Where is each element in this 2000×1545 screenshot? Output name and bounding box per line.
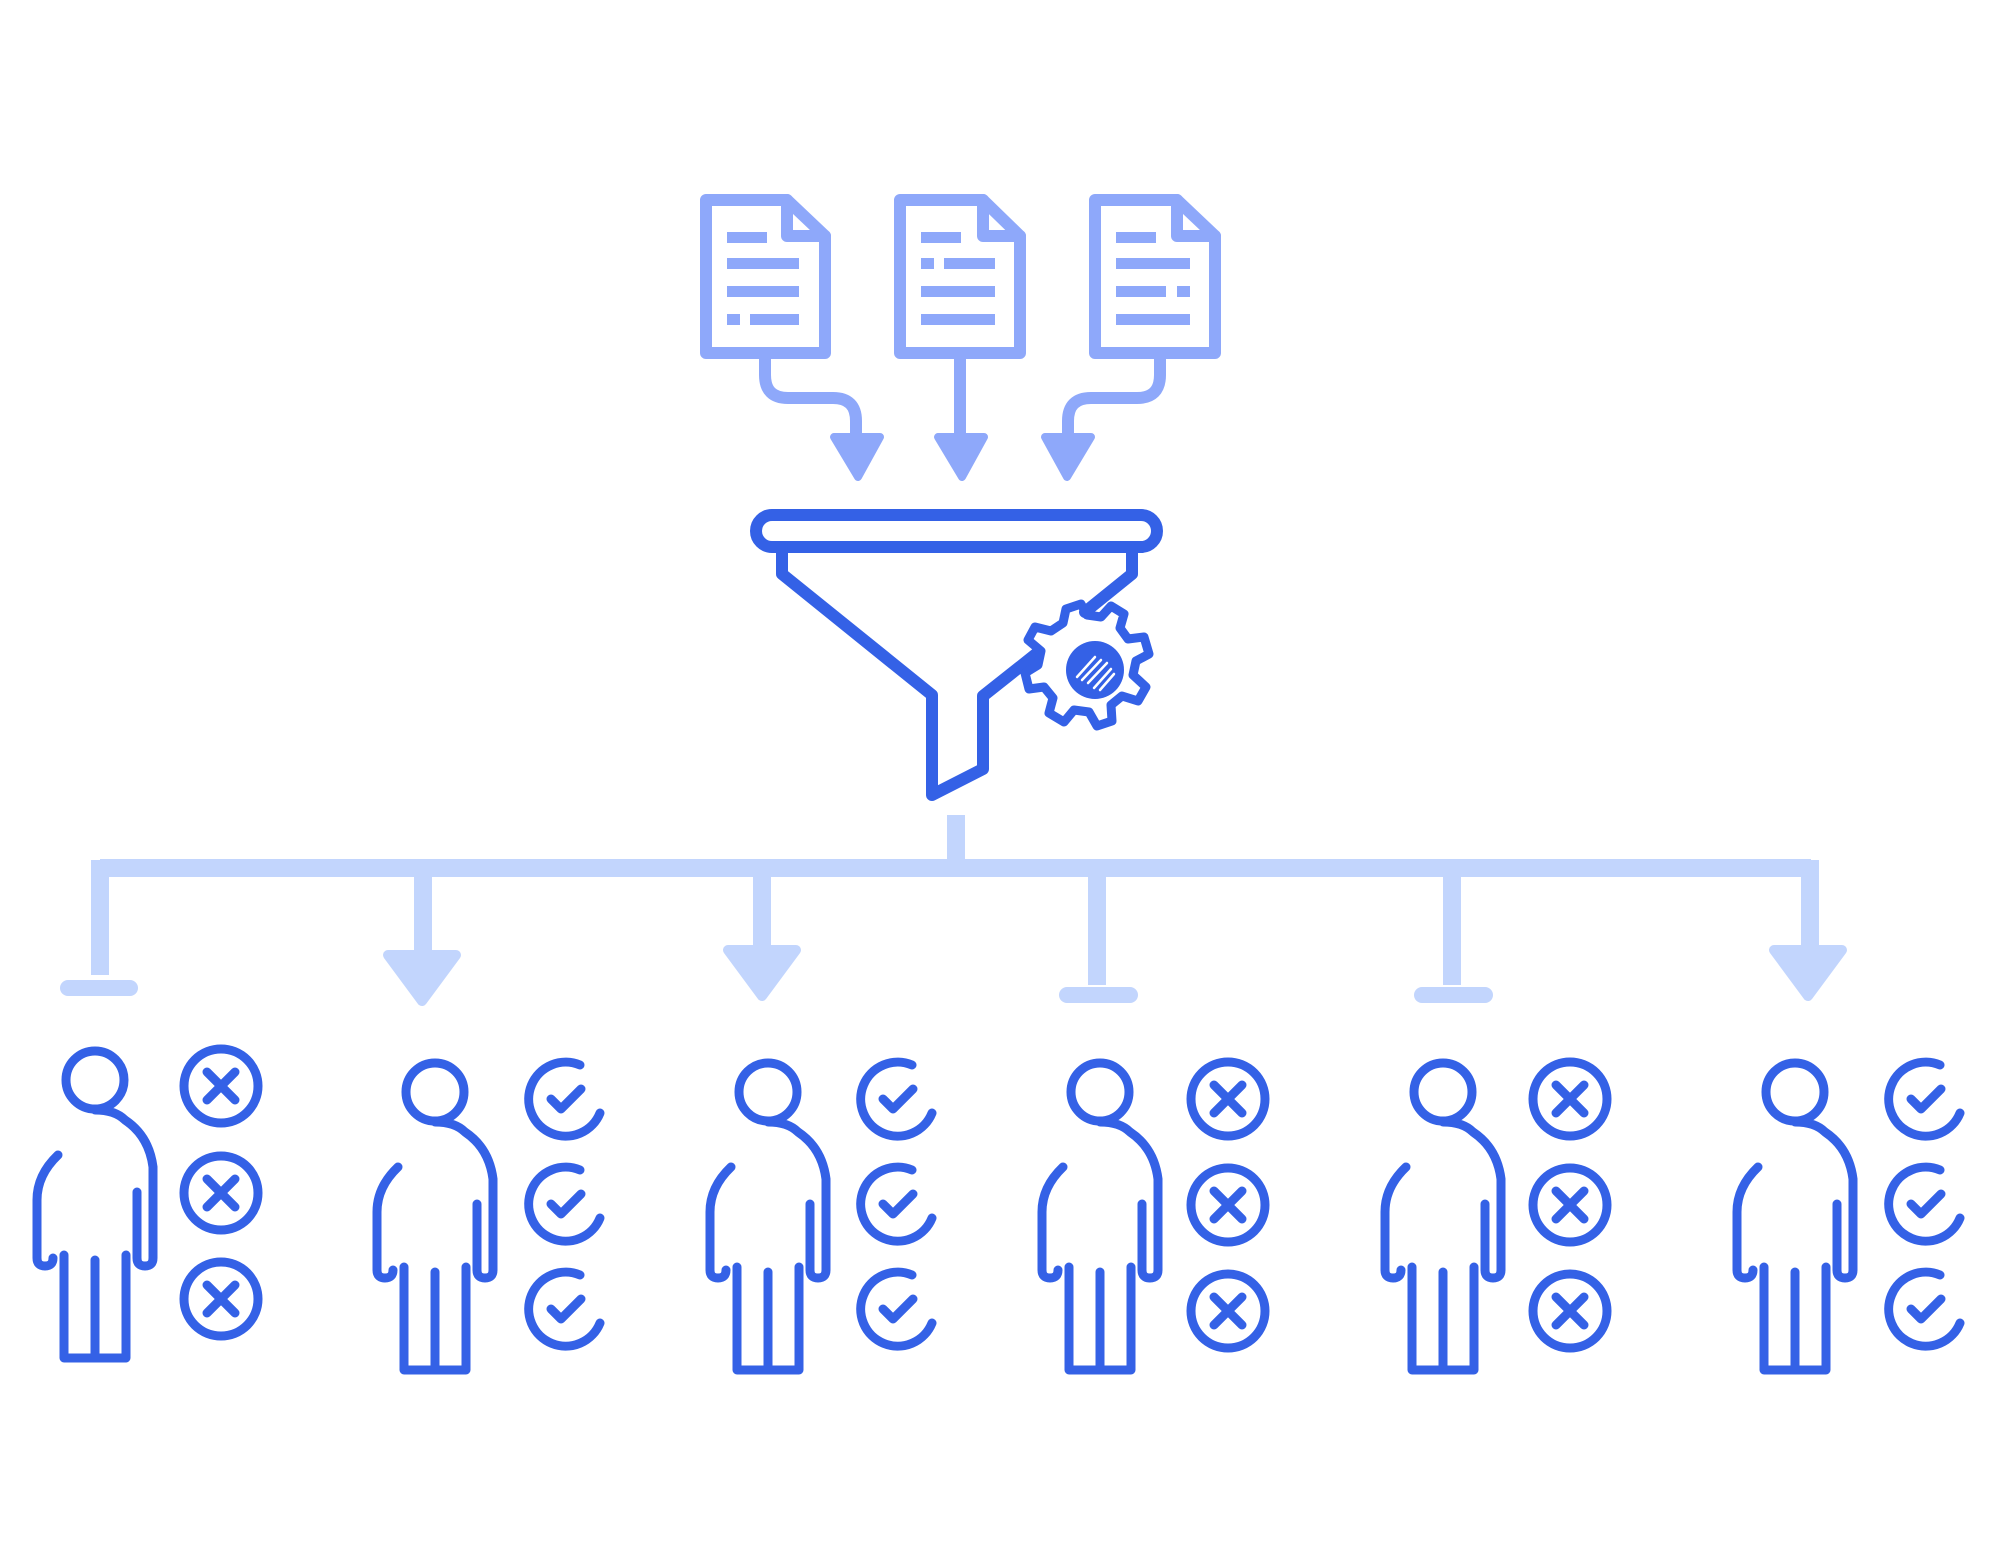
- person-6-check-1-icon: [1889, 1062, 1960, 1136]
- funnel-rim: [750, 509, 1163, 553]
- arrow-doc-1: [759, 350, 862, 448]
- arrow-head-branch-6: [1769, 945, 1847, 1001]
- arrow-doc-3: [1062, 350, 1166, 448]
- person-6-check-3-icon: [1889, 1272, 1960, 1346]
- person-3-check-2-icon: [861, 1167, 932, 1241]
- person-1: [37, 1049, 258, 1358]
- person-3-check-1-icon: [861, 1062, 932, 1136]
- person-2-check-2-icon: [529, 1167, 600, 1241]
- person-3-check-3-icon: [861, 1272, 932, 1346]
- person-1-icon: [37, 1051, 153, 1358]
- person-4-icon: [1042, 1063, 1158, 1370]
- people-row: [37, 1049, 1960, 1370]
- funnel-body-left: [776, 544, 1042, 801]
- person-5-cross-3-icon: [1533, 1274, 1607, 1348]
- arrow-head-3: [1041, 433, 1095, 481]
- gear-icon: [1020, 599, 1154, 731]
- person-4: [1042, 1062, 1265, 1370]
- person-3-icon: [710, 1063, 826, 1370]
- person-2-icon: [377, 1063, 493, 1370]
- distribution-tree: [60, 815, 1847, 1006]
- arrow-head-branch-2: [383, 950, 461, 1006]
- person-6-icon: [1737, 1063, 1853, 1370]
- document-1-icon: [700, 194, 831, 359]
- person-1-cross-3-icon: [184, 1262, 258, 1336]
- person-5-icon: [1385, 1063, 1501, 1370]
- arrow-head-2: [934, 433, 988, 481]
- documents-group: [700, 194, 1221, 481]
- person-6-check-2-icon: [1889, 1167, 1960, 1241]
- person-6: [1737, 1062, 1960, 1370]
- person-2-check-3-icon: [529, 1272, 600, 1346]
- person-1-cross-1-icon: [184, 1049, 258, 1123]
- funnel-icon: [750, 509, 1163, 801]
- person-5-cross-1-icon: [1533, 1062, 1607, 1136]
- person-5-cross-2-icon: [1533, 1168, 1607, 1242]
- person-4-cross-1-icon: [1191, 1062, 1265, 1136]
- person-1-cross-2-icon: [184, 1156, 258, 1230]
- person-4-cross-3-icon: [1191, 1274, 1265, 1348]
- arrow-head-branch-3: [723, 945, 801, 1001]
- person-5: [1385, 1062, 1607, 1370]
- document-3-icon: [1089, 194, 1221, 359]
- document-arrows: [759, 350, 1166, 481]
- person-2: [377, 1062, 600, 1370]
- person-2-check-1-icon: [529, 1062, 600, 1136]
- person-4-cross-2-icon: [1191, 1168, 1265, 1242]
- document-2-icon: [894, 194, 1026, 359]
- arrow-head-1: [830, 433, 884, 481]
- funnel-body-right: [1079, 544, 1138, 618]
- person-3: [710, 1062, 932, 1370]
